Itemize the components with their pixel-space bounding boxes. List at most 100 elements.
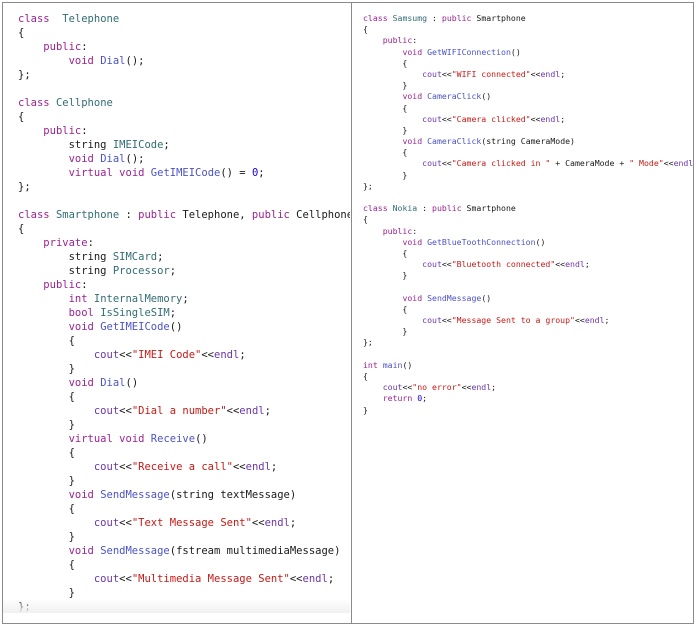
code-token: << xyxy=(402,382,413,393)
code-line: int InternalMemory; xyxy=(18,292,350,306)
code-line: return 0; xyxy=(363,393,693,404)
code-token: << xyxy=(119,461,132,473)
code-token xyxy=(18,545,69,557)
code-token: endl xyxy=(214,349,240,361)
code-token xyxy=(18,55,69,67)
left-code-pane: class Telephone{ public: void Dial();}; … xyxy=(3,3,350,623)
code-token xyxy=(18,489,69,501)
code-token: private xyxy=(43,237,88,249)
code-token xyxy=(363,393,383,403)
code-token: }; xyxy=(18,181,31,193)
code-token: ; xyxy=(604,315,610,326)
code-token: << xyxy=(574,315,585,326)
code-token: void xyxy=(68,321,94,333)
code-token: "Receive a call" xyxy=(131,461,233,473)
code-line: void Dial(); xyxy=(18,152,350,166)
code-token: cout xyxy=(93,517,120,529)
code-line xyxy=(363,192,693,203)
code-line: void CameraClick() xyxy=(363,91,693,102)
code-token: string xyxy=(68,265,113,277)
code-token: { xyxy=(18,111,25,123)
code-token: << xyxy=(441,113,452,124)
code-token: << xyxy=(441,158,452,169)
code-token: : xyxy=(81,41,88,53)
code-line: } xyxy=(18,362,350,376)
code-line: { xyxy=(363,147,693,158)
code-token: endl xyxy=(239,405,265,417)
code-token: endl xyxy=(471,382,492,393)
right-code-pane: class Samsumg : public Smartphone{ publi… xyxy=(352,3,693,623)
code-token: } xyxy=(363,404,368,415)
code-token: { xyxy=(18,335,75,347)
code-token: { xyxy=(363,147,408,158)
code-token: "Camera clicked" xyxy=(451,113,531,124)
code-token xyxy=(363,114,422,124)
code-line: string SIMCard; xyxy=(18,250,350,264)
code-line: }; xyxy=(18,180,350,194)
code-token: (); xyxy=(125,153,145,165)
code-token: cout xyxy=(422,158,442,169)
code-token: endl xyxy=(673,158,693,169)
code-token: { xyxy=(18,223,25,235)
code-token: ; xyxy=(560,113,566,124)
code-token: public xyxy=(43,279,82,291)
code-token: } xyxy=(18,363,75,375)
code-token xyxy=(363,226,383,236)
code-line: void Dial() xyxy=(18,376,350,390)
code-token: } xyxy=(363,124,408,135)
code-token: { xyxy=(18,503,75,515)
code-token: "Text Message Sent" xyxy=(131,517,252,529)
code-line: int main() xyxy=(363,360,693,371)
code-token: GetIMEICode xyxy=(150,167,221,179)
code-token: } xyxy=(18,587,75,599)
code-token: public xyxy=(43,41,82,53)
code-line: } xyxy=(18,586,350,600)
code-token: SendMessage xyxy=(100,545,170,557)
code-token xyxy=(18,139,69,151)
code-line: public: xyxy=(363,226,693,237)
code-token: }; xyxy=(18,69,31,81)
code-token: (string textMessage) xyxy=(169,489,297,501)
code-token: cout xyxy=(93,405,120,417)
code-token: 0 xyxy=(417,393,423,404)
code-token xyxy=(18,279,43,291)
code-token: class xyxy=(18,97,50,109)
code-line: public: xyxy=(18,278,350,292)
code-token: () xyxy=(195,433,208,445)
code-line: } xyxy=(363,270,693,281)
code-token: { xyxy=(18,391,75,403)
code-token: { xyxy=(363,102,408,113)
code-token xyxy=(363,136,402,146)
code-token: ; xyxy=(258,167,265,179)
code-token: : xyxy=(412,35,418,46)
code-token: cout xyxy=(93,573,120,585)
code-token: public xyxy=(441,13,472,23)
code-token xyxy=(18,307,69,319)
code-token xyxy=(363,382,383,392)
code-token: () xyxy=(169,321,183,333)
left-code-listing: class Telephone{ public: void Dial();}; … xyxy=(18,12,350,614)
code-token: () xyxy=(535,236,546,247)
code-token: } xyxy=(363,326,408,337)
code-line: private: xyxy=(18,236,350,250)
code-line: public: xyxy=(18,124,350,138)
code-token: << xyxy=(555,259,566,270)
code-token xyxy=(18,433,69,445)
bottom-fade xyxy=(3,599,350,613)
code-token xyxy=(363,158,422,168)
right-code-listing: class Samsumg : public Smartphone{ publi… xyxy=(363,13,693,416)
code-token: "Message Sent to a group" xyxy=(451,315,575,326)
code-line: }; xyxy=(363,181,693,192)
code-token: Samsumg xyxy=(392,13,428,23)
code-token: virtual xyxy=(68,433,113,445)
code-token xyxy=(18,265,69,277)
code-line: string Processor; xyxy=(18,264,350,278)
code-token: void xyxy=(402,46,423,57)
code-token: : xyxy=(81,279,88,291)
code-token: : xyxy=(119,209,139,221)
code-token: : xyxy=(412,225,418,236)
code-token: "Multimedia Message Sent" xyxy=(131,573,290,585)
code-token: void xyxy=(68,153,94,165)
code-token: << xyxy=(530,68,541,79)
